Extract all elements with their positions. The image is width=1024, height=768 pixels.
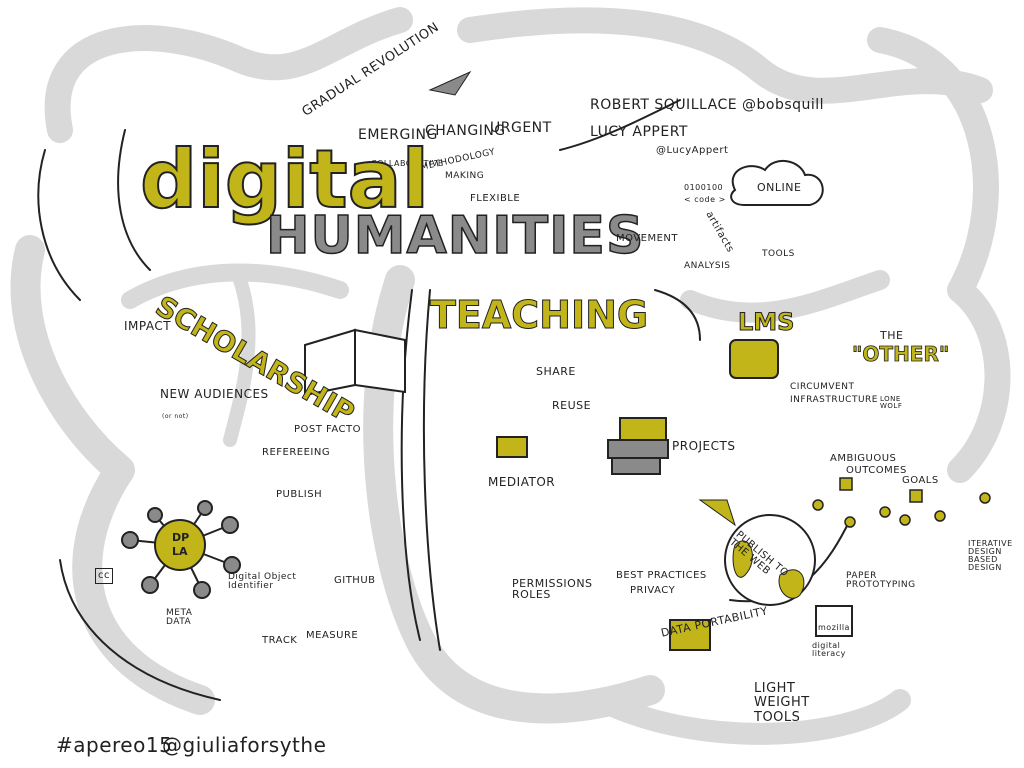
- urgent-label: URGENT: [490, 120, 552, 136]
- share-label: SHARE: [536, 365, 576, 378]
- goals-label: GOALS: [902, 475, 939, 486]
- track-label: TRACK: [262, 635, 298, 646]
- or-not-label: (or not): [162, 413, 189, 420]
- ambiguous-label: AMBIGUOUS: [830, 453, 897, 464]
- circumvent-label: CIRCUMVENT: [790, 382, 855, 392]
- making-label: MAKING: [445, 171, 485, 181]
- publish-label: PUBLISH: [276, 489, 323, 500]
- code-line-1: 0100100: [684, 183, 724, 192]
- new-audiences-label: NEW AUDIENCES: [160, 387, 269, 401]
- book-icon: [304, 328, 406, 397]
- mozilla-label: mozilla: [818, 623, 850, 632]
- digital-title: digital: [139, 133, 430, 226]
- dpla-label-1: DP: [172, 531, 190, 544]
- privacy-label: PRIVACY: [630, 585, 676, 596]
- light-weight-tools-label: LIGHT WEIGHT TOOLS: [754, 681, 810, 725]
- the-label: THE: [880, 329, 904, 342]
- post-facto-label: POST FACTO: [294, 424, 361, 435]
- github-label: GITHUB: [334, 575, 376, 586]
- paper-prototyping-label: PAPER PROTOTYPING: [846, 571, 916, 590]
- digital-literacy-label: digital literacy: [812, 641, 846, 658]
- mediator-label: MEDIATOR: [488, 475, 556, 489]
- humanities-title: HUMANITIES: [265, 206, 645, 266]
- speaker-2-handle: @LucyAppert: [656, 145, 729, 156]
- meta-data-label: META DATA: [166, 608, 193, 627]
- speaker-2: LUCY APPERT: [590, 124, 688, 140]
- outcomes-label: OUTCOMES: [846, 465, 907, 476]
- cloud-icon: [730, 160, 824, 206]
- permissions-roles-label: PERMISSIONS ROLES: [512, 577, 593, 601]
- impact-label: IMPACT: [124, 319, 172, 333]
- doi-label: Digital Object Identifier: [228, 572, 297, 591]
- analysis-label: ANALYSIS: [684, 261, 731, 271]
- movement-label: MOVEMENT: [616, 233, 679, 244]
- speaker-1: ROBERT SQUILLACE @bobsquill: [590, 97, 825, 113]
- lms-label: LMS: [737, 308, 795, 336]
- cc-badge: cc: [95, 568, 113, 584]
- changing-label: CHANGING: [425, 123, 506, 139]
- other-title: "OTHER": [852, 342, 950, 366]
- reuse-label: REUSE: [552, 399, 592, 412]
- code-line-2: < code >: [684, 195, 726, 204]
- collaborative-label: COLLABORATIVE: [371, 159, 444, 168]
- measure-label: MEASURE: [306, 630, 359, 641]
- tools-label: TOOLS: [762, 249, 795, 259]
- iterative-design-label: ITERATIVE DESIGN BASED DESIGN: [968, 539, 1013, 572]
- best-practices-label: BEST PRACTICES: [616, 570, 707, 581]
- lone-wolf-label: LONE WOLF: [880, 395, 903, 410]
- author-handle: @giuliaforsythe: [162, 733, 327, 757]
- hashtag: #apereo15: [56, 733, 173, 757]
- projects-label: PROJECTS: [672, 439, 736, 453]
- flexible-label: FLEXIBLE: [470, 193, 521, 204]
- dpla-label-2: LA: [172, 545, 188, 558]
- phone-icon: [729, 339, 779, 379]
- infrastructure-label: INFRASTRUCTURE: [790, 395, 878, 405]
- emerging-label: EMERGING: [358, 127, 438, 143]
- refereeing-label: REFEREEING: [262, 447, 331, 458]
- mozilla-logo: [815, 605, 853, 637]
- teaching-title: TEACHING: [429, 293, 649, 337]
- online-label: ONLINE: [757, 181, 802, 194]
